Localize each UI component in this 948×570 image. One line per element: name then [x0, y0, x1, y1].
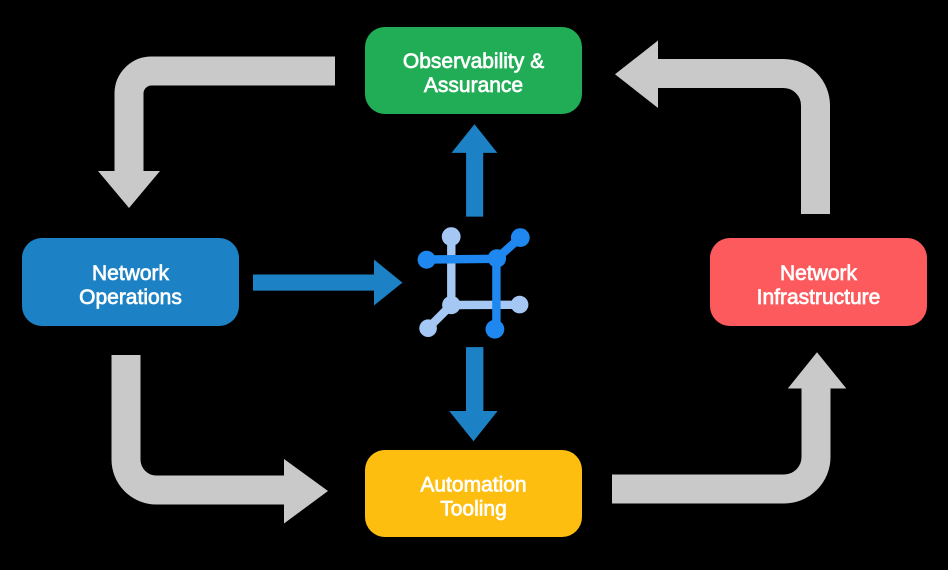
- svg-text:Observability &Assurance: Observability &Assurance: [403, 50, 544, 97]
